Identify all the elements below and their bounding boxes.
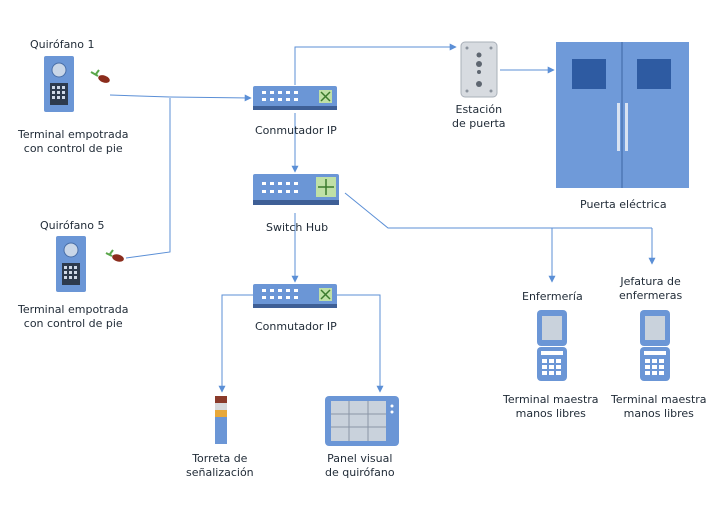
jefatura-title: Jefatura de enfermeras [619, 275, 683, 302]
switch-hub-label: Switch Hub [266, 221, 329, 234]
panel-visual-icon [325, 396, 399, 446]
panel-visual-label: Panel visual de quirófano [325, 452, 395, 479]
conmutador-ip-bottom-icon [253, 284, 337, 308]
estacion-de-puerta-label: Estación de puerta [452, 103, 506, 130]
wire-q1-to-conmutador [109, 94, 252, 102]
wire-q5-to-conmutador [125, 98, 171, 259]
wire-to-torreta [218, 294, 253, 393]
torreta-de-senalizacion-icon [215, 396, 227, 444]
quirofano-1-caption: Terminal empotrada con control de pie [18, 128, 129, 155]
terminal-empotrada-1 [44, 56, 74, 112]
quirofano-5-caption: Terminal empotrada con control de pie [18, 303, 129, 330]
enfermeria-title: Enfermería [522, 290, 583, 303]
jefatura-caption: Terminal maestra manos libres [611, 393, 707, 420]
puerta-electrica-label: Puerta eléctrica [580, 198, 667, 211]
quirofano-5-title: Quirófano 5 [40, 219, 105, 232]
connection-lines [109, 43, 656, 393]
foot-pedal-1-icon [90, 69, 110, 83]
conmutador-ip-bottom-label: Conmutador IP [255, 320, 337, 333]
terminal-empotrada-5 [56, 236, 86, 292]
wire-switch-to-nurses [344, 192, 652, 229]
wire-conmutador-to-estacion [294, 43, 457, 85]
terminal-maestra-jefatura-icon [640, 310, 670, 381]
puerta-electrica-icon [556, 42, 689, 188]
conmutador-ip-top-label: Conmutador IP [255, 124, 337, 137]
quirofano-1-title: Quirófano 1 [30, 38, 95, 51]
conmutador-ip-top-icon [253, 86, 337, 110]
switch-hub-icon [253, 174, 339, 205]
torreta-label: Torreta de señalización [186, 452, 254, 479]
wire-to-panel [335, 294, 384, 393]
foot-pedal-5-icon [105, 249, 124, 262]
enfermeria-caption: Terminal maestra manos libres [503, 393, 599, 420]
estacion-de-puerta-icon [460, 41, 498, 98]
terminal-maestra-enfermeria-icon [537, 310, 567, 381]
